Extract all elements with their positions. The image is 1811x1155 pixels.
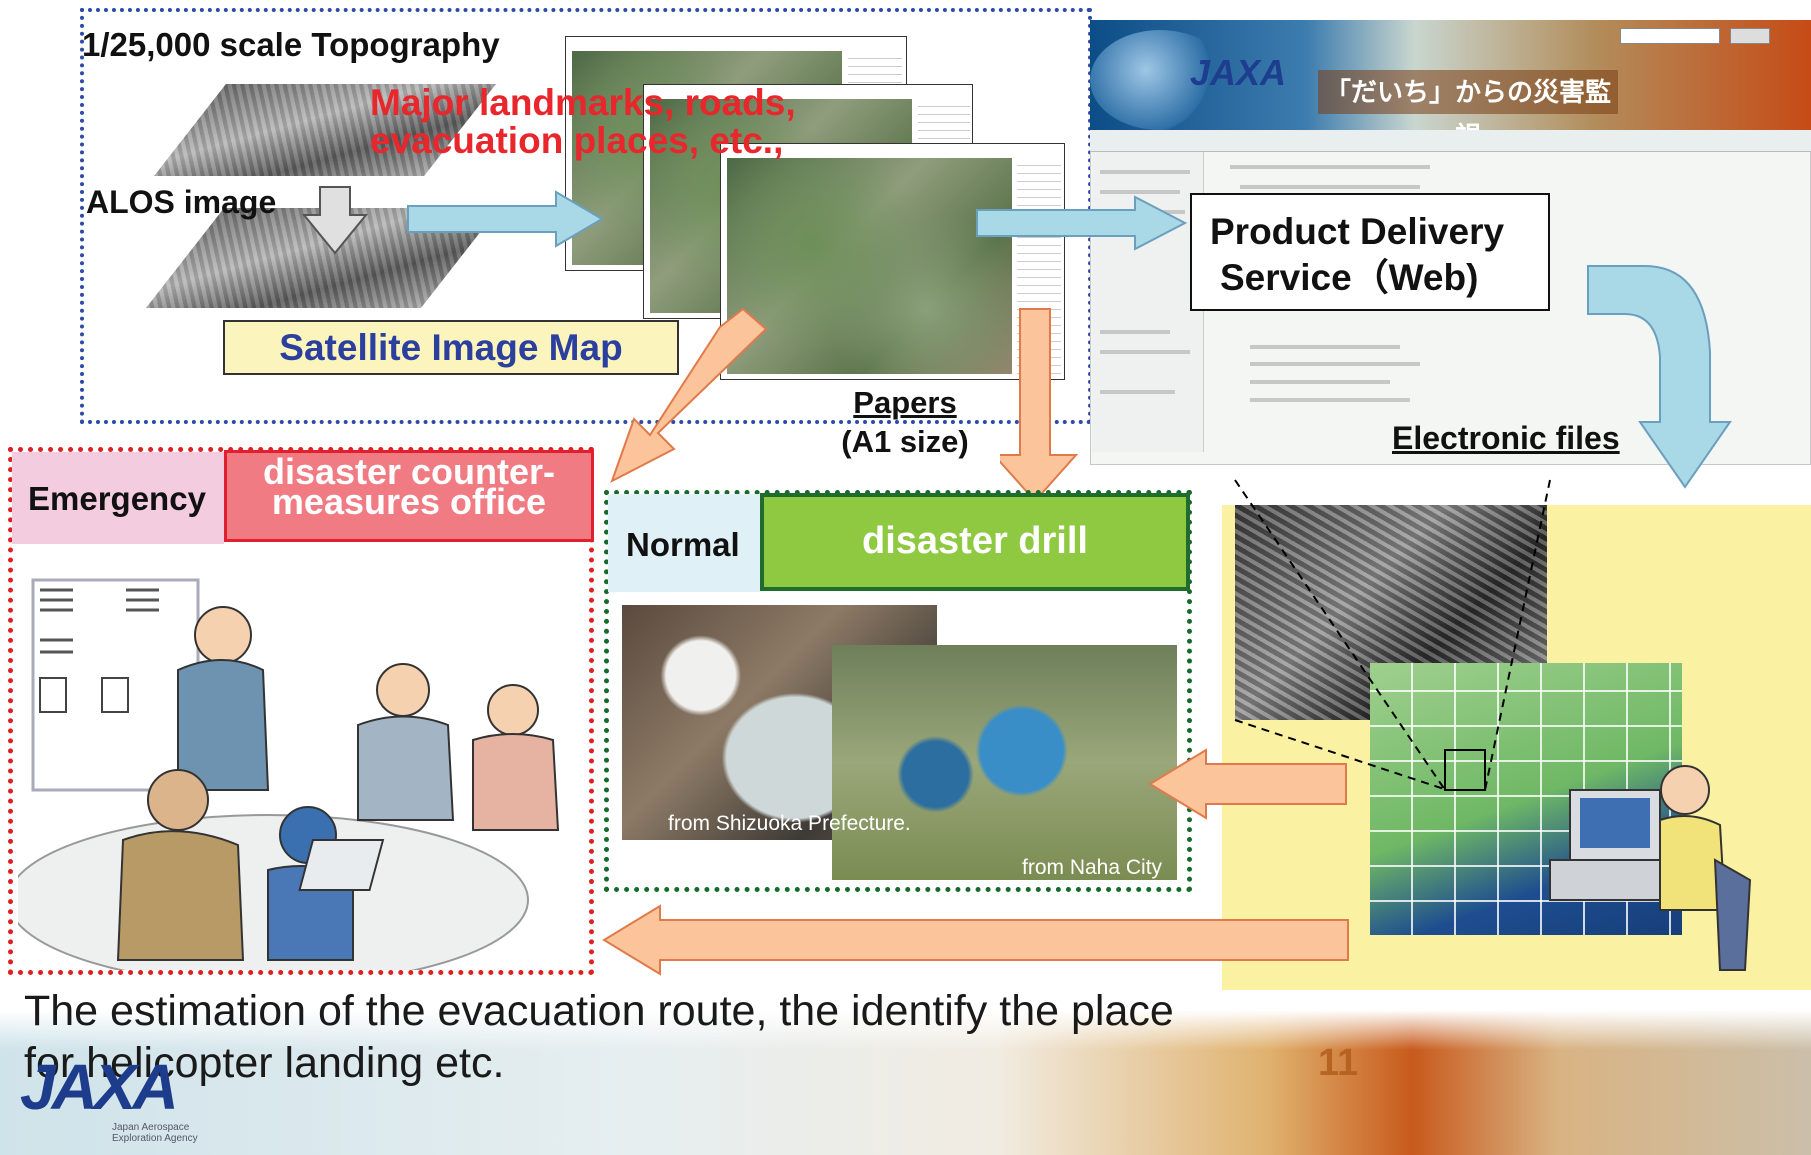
web-logo: JAXA [1190, 52, 1287, 93]
delivery-line1: Product Delivery [1210, 211, 1505, 252]
footer-description: The estimation of the evacuation route, … [24, 985, 1324, 1089]
computer-operator-illustration [1549, 765, 1752, 971]
naha-drill-photo [832, 645, 1177, 880]
web-sidebar-line [1100, 390, 1175, 394]
normal-label: Normal [626, 526, 740, 563]
delivery-line2: Service（Web) [1220, 257, 1479, 298]
globe-icon [1090, 30, 1230, 130]
topo-label: 1/25,000 scale Topography [82, 26, 500, 63]
papers-size-label: (A1 size) [841, 424, 969, 459]
disaster-office-box: disaster counter- measures office [224, 450, 594, 542]
web-title: 「だいち」からの災害監視 [1318, 70, 1618, 151]
web-content-line [1250, 362, 1420, 366]
blue-right-arrow-icon [976, 195, 1188, 251]
photo2-caption: from Naha City [1022, 856, 1163, 879]
blue-curved-arrow-icon [1587, 265, 1732, 489]
satellite-image-map-label: Satellite Image Map [279, 327, 623, 368]
photo1-caption: from Shizuoka Prefecture. [668, 812, 911, 835]
landmarks-label-line1: Major landmarks, roads, [370, 82, 796, 123]
emergency-label: Emergency [28, 480, 206, 517]
web-sidebar-line [1100, 170, 1190, 174]
normal-tag: Normal [608, 494, 760, 592]
page-number: 11 [1318, 1042, 1359, 1084]
jaxa-logo: JAXA [20, 1051, 179, 1123]
web-search-button[interactable] [1730, 28, 1770, 44]
salmon-left-arrow-icon [1148, 748, 1347, 820]
normal-frame [604, 490, 1192, 892]
meeting-illustration [18, 578, 560, 970]
web-sidebar-line [1100, 330, 1170, 334]
jaxa-sub-line1: Japan Aerospace [112, 1122, 190, 1133]
footer-background [0, 1010, 1811, 1155]
alos-label: ALOS image [86, 184, 277, 220]
web-sidebar-line [1100, 190, 1180, 194]
disaster-drill-box: disaster drill [760, 493, 1190, 591]
web-content-line [1250, 380, 1390, 384]
map-sheet-3-photo [727, 158, 1012, 374]
footer-line1: The estimation of the evacuation route, … [24, 987, 1174, 1035]
product-delivery-box: Product Delivery Service（Web) [1190, 193, 1550, 311]
office-label: disaster counter- measures office [227, 451, 591, 522]
jaxa-logo-subtitle: Japan Aerospace Exploration Agency [112, 1122, 198, 1144]
map-sheet-3 [720, 143, 1065, 380]
emergency-tag: Emergency [12, 452, 224, 544]
web-content-line [1230, 165, 1430, 169]
gray-down-arrow-icon [301, 186, 369, 255]
landmarks-label: Major landmarks, roads, evacuation place… [370, 84, 796, 160]
web-nav-bar [1090, 130, 1811, 152]
blue-right-arrow-icon [407, 190, 604, 248]
drill-label: disaster drill [862, 520, 1088, 562]
salmon-left-arrow-icon [602, 904, 1349, 976]
papers-label: Papers [835, 383, 975, 423]
web-content-line [1240, 185, 1420, 189]
jaxa-sub-line2: Exploration Agency [112, 1133, 198, 1144]
web-search-input[interactable] [1620, 28, 1720, 44]
web-sidebar [1092, 152, 1204, 452]
landmarks-label-line2: evacuation places, etc., [370, 120, 784, 161]
salmon-down-arrow-icon [610, 307, 768, 484]
satellite-image-map-box: Satellite Image Map [223, 320, 679, 375]
web-content-line [1250, 345, 1400, 349]
zoom-lines [1234, 479, 1551, 791]
papers-label-line1: Papers [853, 385, 957, 420]
electronic-files-label: Electronic files [1392, 420, 1620, 456]
office-label-line1: disaster counter- [262, 451, 556, 492]
footer-line2: for helicopter landing etc. [24, 1039, 505, 1087]
web-content-line [1250, 398, 1410, 402]
web-sidebar-line [1100, 350, 1190, 354]
office-label-line2: measures office [271, 481, 547, 522]
salmon-down-arrow-icon [1000, 308, 1079, 503]
